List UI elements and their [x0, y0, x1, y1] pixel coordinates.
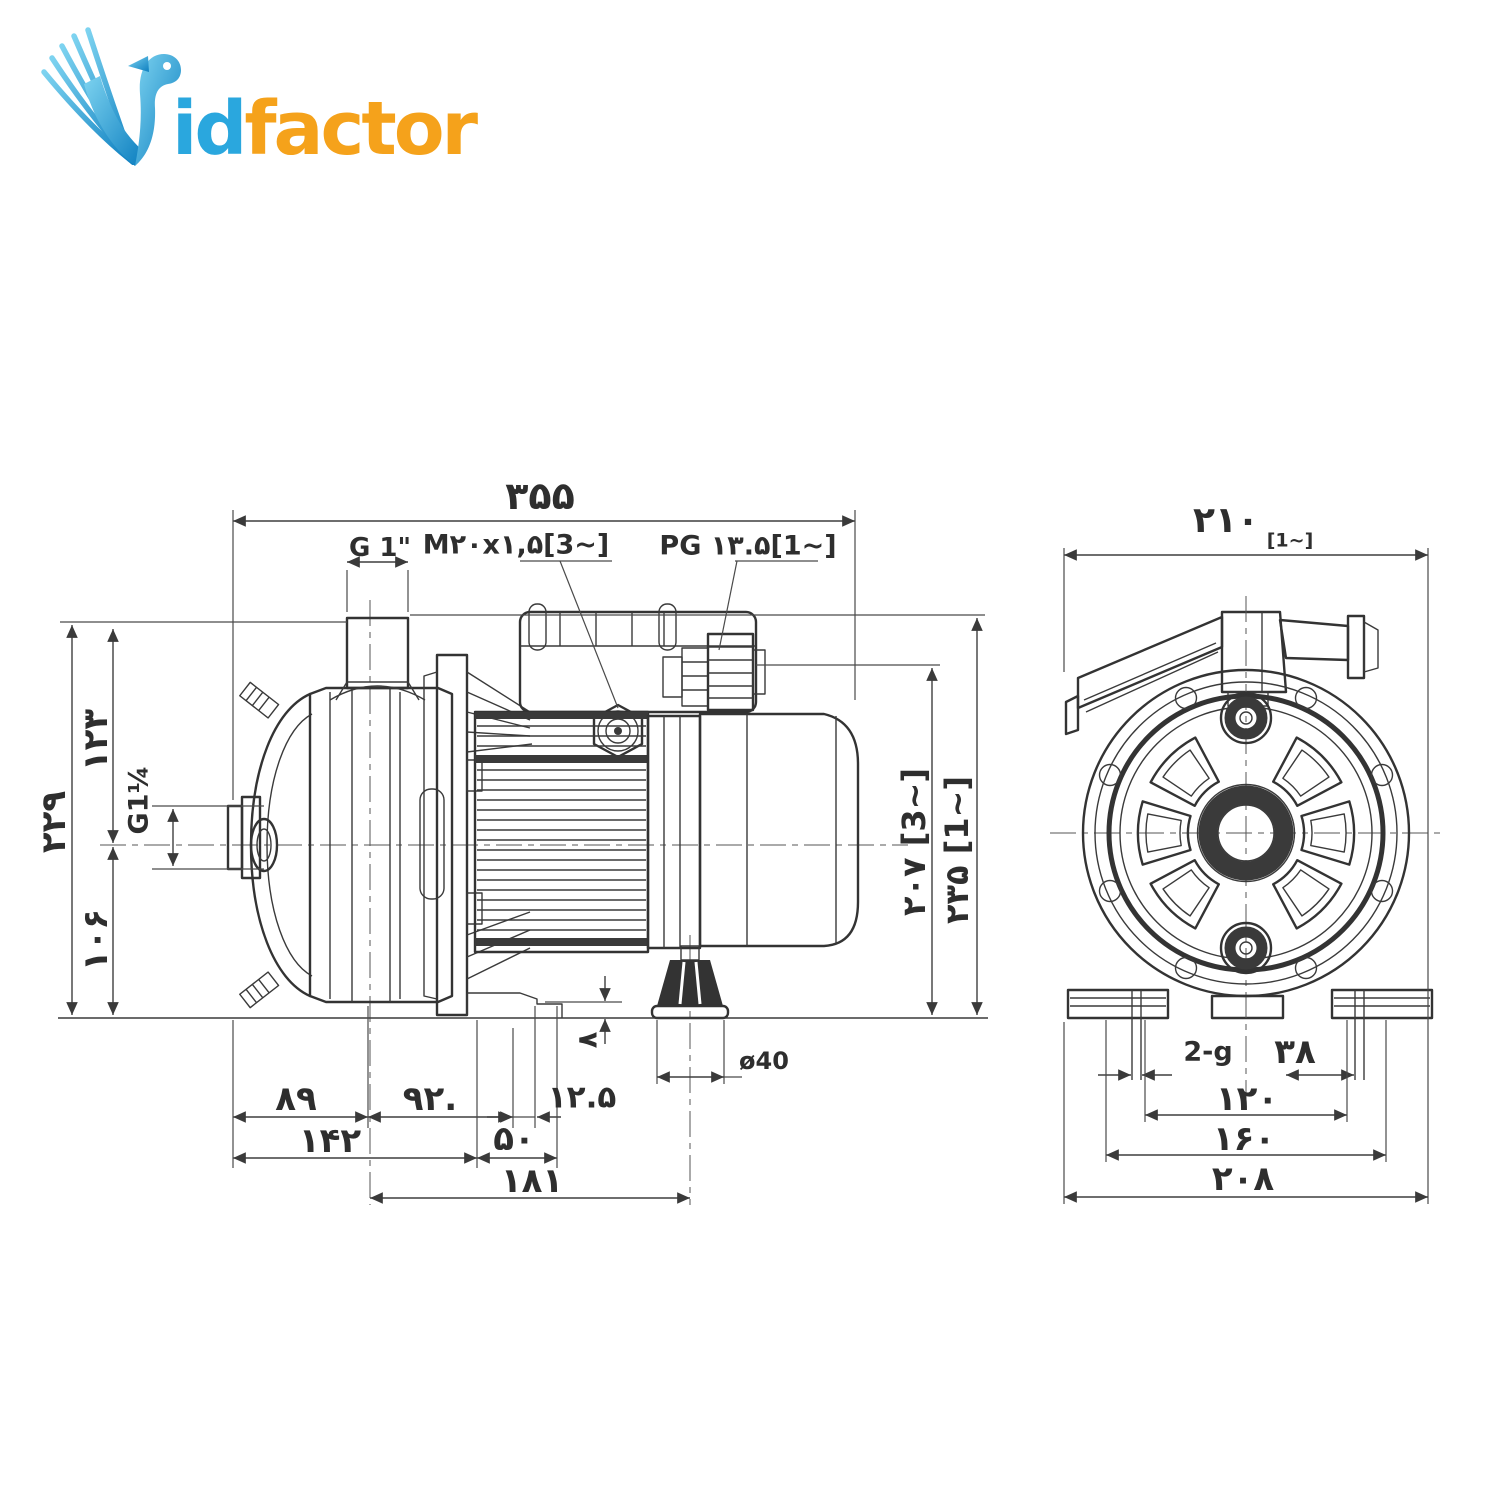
vidfactor-bird-icon: [41, 27, 181, 166]
dim-12-5: ۱۲.۵: [547, 1079, 617, 1116]
dim-foot-diameter: ø40: [739, 1047, 789, 1075]
dim-height-1ph: ۲۳۵ [1~]: [938, 775, 976, 925]
dim-overall-width: ۲۱۰: [1193, 500, 1259, 541]
dim-discharge-port: G 1": [348, 533, 412, 563]
front-view-drawing: [1050, 596, 1444, 1112]
wordmark-factor: factor: [244, 86, 478, 172]
dim-gland-3ph: M۲۰x۱,۵[3~]: [422, 529, 610, 561]
dim-overall-length: ۳۵۵: [505, 474, 575, 518]
side-view-drawing: [58, 600, 988, 1205]
dim-142: ۱۴۲: [298, 1121, 362, 1161]
dim-50: ۵۰: [493, 1119, 535, 1159]
side-view-dimensions: [60, 510, 985, 1204]
wordmark-id: id: [172, 86, 247, 172]
dim-92: ۹۲.: [402, 1079, 458, 1119]
dim-height-total: ۲۲۹: [34, 790, 74, 854]
vidfactor-wordmark: idfactor: [172, 92, 478, 176]
front-view-dimensions: [1063, 548, 1429, 1204]
dim-160: ۱۶۰: [1212, 1119, 1276, 1159]
dim-89: ۸۹: [275, 1079, 317, 1119]
dim-suction-port: G1¼: [123, 765, 155, 835]
vidfactor-logo: idfactor: [36, 26, 478, 176]
dim-181: ۱۸۱: [500, 1161, 564, 1201]
dim-120: ۱۲۰: [1215, 1079, 1279, 1119]
dim-height-lower: ۱۰۶: [76, 908, 116, 972]
dim-slot-label: 2-g: [1183, 1036, 1233, 1068]
dim-gland-1ph: PG ۱۳.۵[1~]: [659, 530, 837, 562]
dim-height-3ph: ۲۰۷ [3~]: [895, 767, 933, 917]
dim-height-upper: ۱۲۳: [76, 708, 116, 772]
dim-38: ۳۸: [1274, 1032, 1316, 1072]
dim-8: ۸: [572, 1031, 604, 1049]
dim-overall-width-note: [1~]: [1266, 529, 1314, 552]
dim-208: ۲۰۸: [1211, 1159, 1275, 1199]
